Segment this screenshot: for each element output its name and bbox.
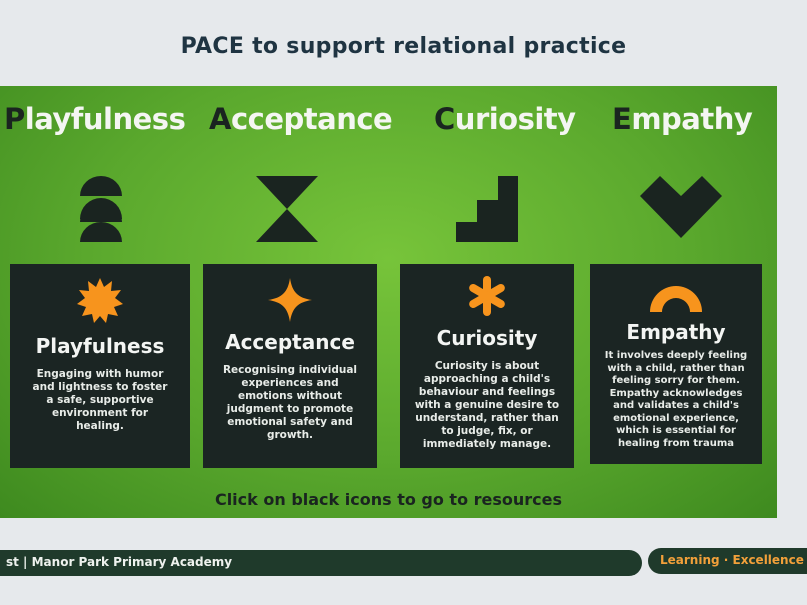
heart-icon[interactable] <box>640 176 722 242</box>
card-playfulness: Playfulness Engaging with humor and ligh… <box>10 264 190 468</box>
heading-curiosity: Curiosity <box>434 102 576 136</box>
pace-slide: Playfulness Acceptance Curiosity Empathy… <box>0 86 777 518</box>
card-acceptance: Acceptance Recognising individual experi… <box>203 264 377 468</box>
card-text: Curiosity is about approaching a child's… <box>414 360 560 450</box>
stairs-icon[interactable] <box>456 176 518 242</box>
school-footer-bar: st | Manor Park Primary Academy <box>0 550 642 576</box>
footer-note: Click on black icons to go to resources <box>214 490 563 509</box>
card-text: Recognising individual experiences and e… <box>222 364 358 441</box>
four-point-star-icon <box>268 278 312 322</box>
school-name: st | Manor Park Primary Academy <box>6 555 233 569</box>
heading-playfulness: Playfulness <box>4 102 186 136</box>
hourglass-icon[interactable] <box>256 176 318 242</box>
card-empathy: Empathy It involves deeply feeling with … <box>590 264 762 464</box>
card-title: Curiosity <box>436 326 538 350</box>
card-text: It involves deeply feeling with a child,… <box>604 350 748 449</box>
card-text: Engaging with humor and lightness to fos… <box>32 368 168 432</box>
asterisk-icon <box>469 276 505 316</box>
half-ring-icon <box>650 286 702 312</box>
card-curiosity: Curiosity Curiosity is about approaching… <box>400 264 574 468</box>
card-title: Playfulness <box>35 334 165 358</box>
school-values-pill: Learning · Excellence · C <box>648 548 807 574</box>
heading-acceptance: Acceptance <box>209 102 393 136</box>
sun-burst-icon <box>77 278 123 323</box>
page-title: PACE to support relational practice <box>180 34 627 59</box>
stacked-semicircles-icon[interactable] <box>78 176 124 244</box>
card-title: Empathy <box>626 320 726 344</box>
heading-empathy: Empathy <box>612 102 753 136</box>
card-title: Acceptance <box>225 330 355 354</box>
school-values: Learning · Excellence · C <box>660 553 807 567</box>
